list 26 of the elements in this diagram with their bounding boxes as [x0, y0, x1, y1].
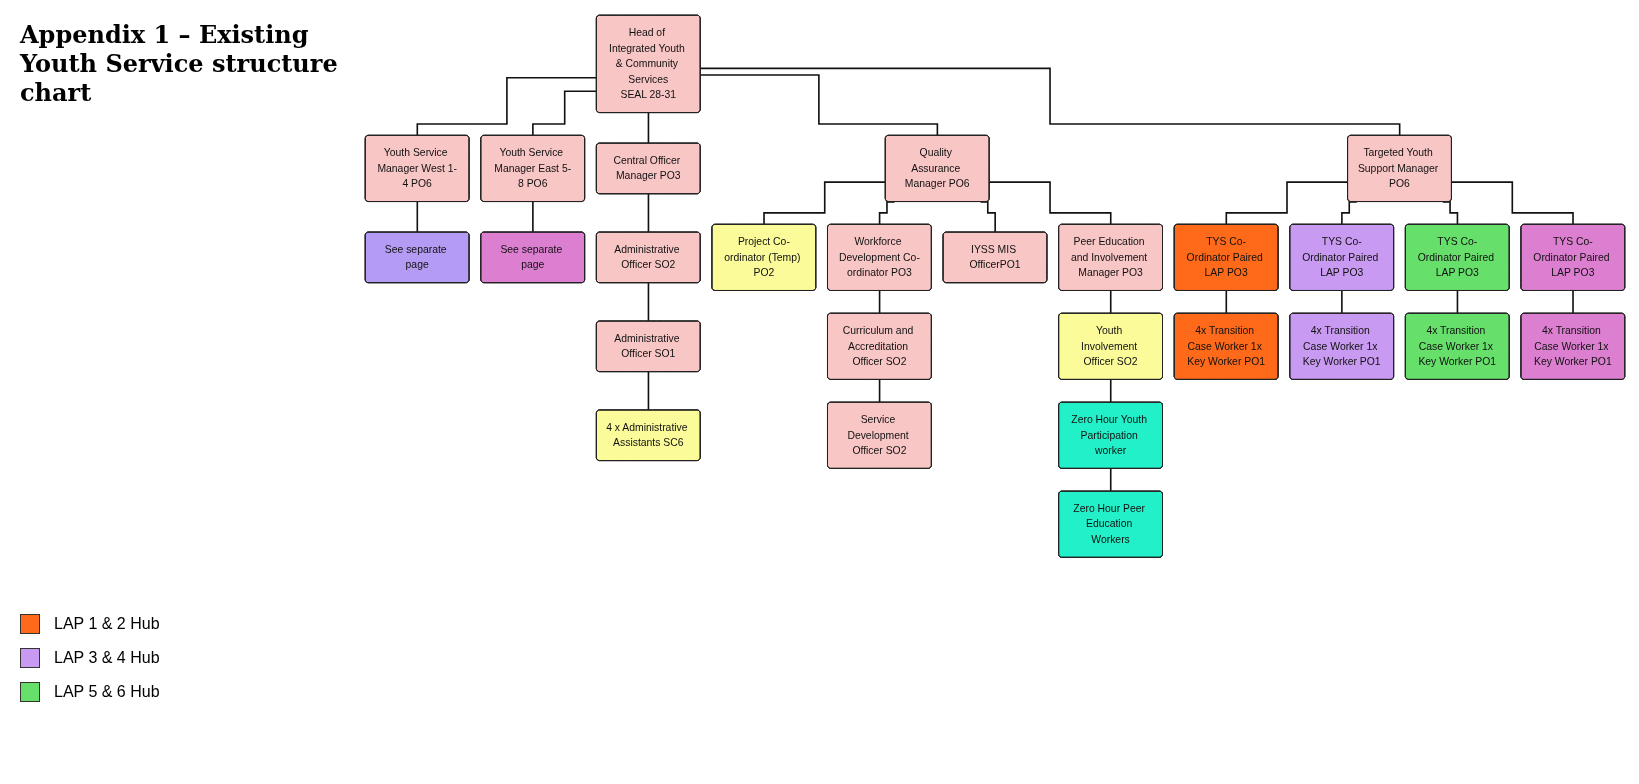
- connector: [1109, 378, 1112, 404]
- chart-title: Appendix 1 – Existing Youth Service structure chart: [20, 20, 339, 107]
- connector: [532, 201, 534, 234]
- connector: [763, 181, 887, 226]
- connector: [878, 290, 881, 315]
- connector: [647, 282, 650, 323]
- connector: [416, 201, 419, 234]
- connector: [1450, 181, 1574, 226]
- connector: [416, 76, 598, 137]
- connector: [1109, 467, 1112, 493]
- connector: [1225, 290, 1228, 315]
- connector: [647, 193, 650, 234]
- connector: [1225, 181, 1349, 226]
- connector: [878, 378, 881, 404]
- connector: [699, 67, 1401, 137]
- connector: [647, 112, 650, 145]
- connector: [1341, 290, 1343, 315]
- connector: [1572, 290, 1574, 315]
- connector: [532, 90, 598, 137]
- connector: [1456, 290, 1459, 315]
- connector: [988, 181, 1112, 226]
- connector: [1109, 290, 1112, 315]
- legend-label: LAP 5 & 6 Hub: [54, 683, 160, 701]
- legend-label: LAP 3 & 4 Hub: [54, 649, 160, 667]
- legend-label: LAP 1 & 2 Hub: [54, 615, 160, 633]
- connector: [699, 74, 939, 137]
